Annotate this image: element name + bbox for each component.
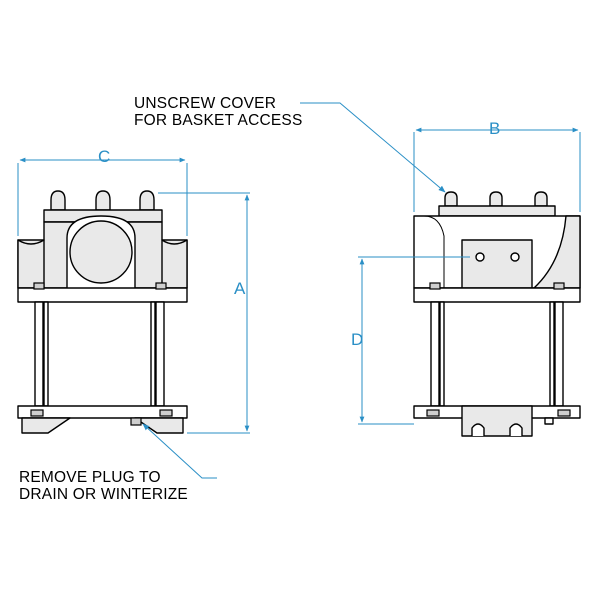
cover-leader — [300, 102, 446, 193]
cover-note-line-1: UNSCREW COVER — [134, 95, 277, 112]
bracket-hole — [510, 252, 520, 262]
drain-plug-note: REMOVE PLUG TO DRAIN OR WINTERIZE — [19, 469, 188, 503]
front-nut — [159, 409, 173, 417]
side-nut — [426, 409, 440, 417]
side-foot-slot — [509, 423, 523, 436]
side-upper-plate — [413, 287, 581, 303]
side-cover-knobs — [444, 191, 548, 207]
front-cover-knobs — [50, 190, 155, 211]
dimension-lines — [17, 102, 581, 479]
side-cover — [438, 205, 556, 217]
bracket-hole — [475, 252, 485, 262]
plug-note-line-2: DRAIN OR WINTERIZE — [19, 486, 188, 503]
side-bracket — [461, 239, 533, 289]
front-view — [17, 190, 188, 434]
front-base-left — [21, 417, 71, 434]
side-foot-slot — [471, 423, 485, 436]
side-bolt-head — [553, 282, 565, 290]
side-drain-plug — [544, 417, 554, 425]
dimension-label-a: A — [234, 279, 246, 298]
side-tie-rods — [430, 301, 564, 407]
front-port-opening — [69, 220, 133, 284]
front-bolt-head — [33, 282, 45, 290]
cover-access-note: UNSCREW COVER FOR BASKET ACCESS — [134, 95, 303, 129]
dimension-label-d: D — [351, 330, 364, 349]
plug-note-line-1: REMOVE PLUG TO — [19, 469, 161, 486]
front-bolt-head — [155, 282, 167, 290]
side-view — [413, 191, 581, 437]
front-nut — [30, 409, 44, 417]
front-upper-plate — [17, 287, 188, 303]
cover-note-line-2: FOR BASKET ACCESS — [134, 112, 303, 129]
front-tie-rods — [34, 301, 165, 407]
side-nut — [557, 409, 571, 417]
plug-leader — [142, 423, 217, 479]
dimension-label-b: B — [489, 119, 501, 138]
side-bolt-head — [429, 282, 441, 290]
front-right-flange — [161, 239, 188, 289]
drain-plug — [130, 417, 142, 426]
front-base-right — [134, 417, 184, 434]
front-left-flange — [17, 239, 45, 289]
dimension-label-c: C — [98, 147, 111, 166]
side-outlet-curve — [533, 215, 581, 289]
